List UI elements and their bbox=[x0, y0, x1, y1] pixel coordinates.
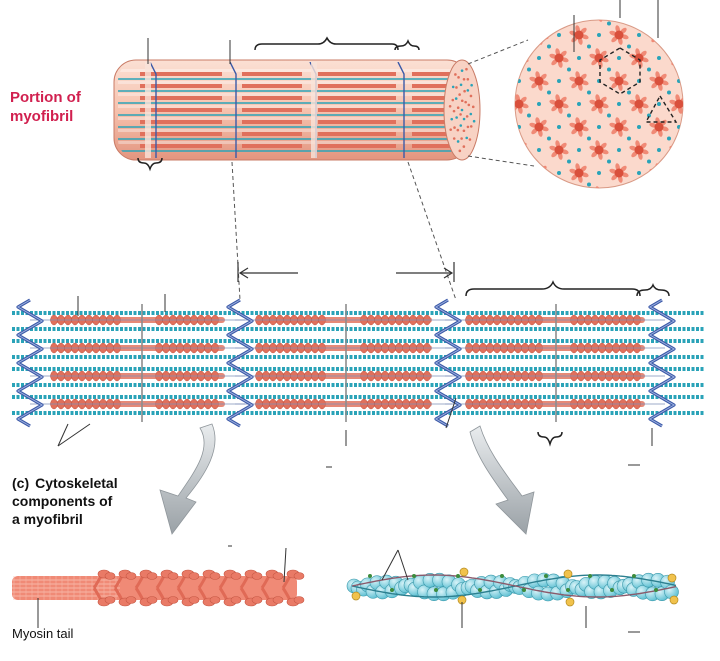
sarcomere-arrow bbox=[237, 262, 455, 282]
sarcomere-band bbox=[12, 298, 705, 428]
zoom-arrow-right bbox=[469, 425, 535, 535]
top-leader-lines bbox=[147, 38, 231, 64]
top-brace-below bbox=[137, 157, 163, 172]
thin-filament bbox=[346, 567, 679, 607]
myosin-tail-label: Myosin tail bbox=[12, 626, 74, 641]
top-brace-small bbox=[394, 38, 420, 51]
panel-caption: (c)Cytoskeletal components of a myofibri… bbox=[12, 475, 118, 527]
connector-lines bbox=[231, 39, 535, 301]
middle-leader-lines bbox=[57, 294, 653, 468]
cross-section-circle bbox=[514, 0, 684, 189]
zoom-arrow-left bbox=[159, 423, 216, 535]
middle-brace-small bbox=[636, 282, 670, 297]
portion-of-myofibril-label: Portion of myofibril bbox=[10, 89, 81, 125]
thin-filament-leaders bbox=[381, 549, 640, 633]
panel-tag: (c) bbox=[12, 475, 30, 491]
thick-filament bbox=[12, 569, 305, 607]
middle-brace-right bbox=[465, 280, 641, 297]
myofibril-cylinder bbox=[113, 59, 481, 161]
myosin-head-leader bbox=[283, 547, 287, 583]
top-brace-sarcomere bbox=[254, 36, 399, 51]
middle-brace-below bbox=[537, 431, 563, 447]
